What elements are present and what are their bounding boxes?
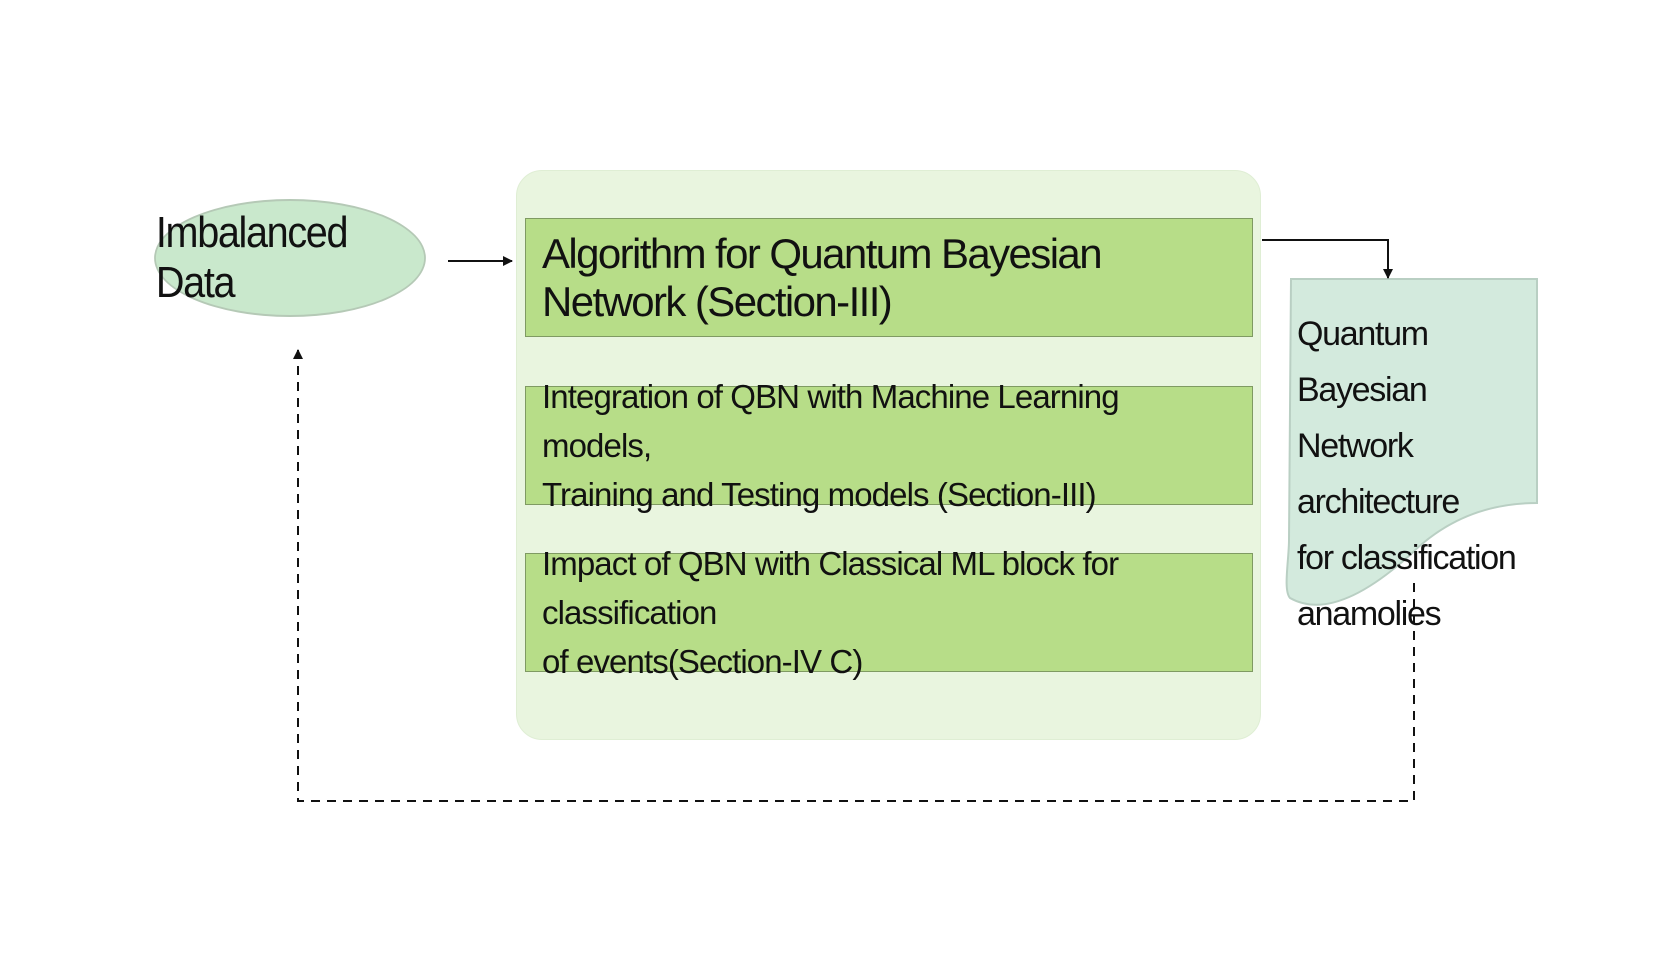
arrow-steps-to-output [1262,239,1393,279]
step-qbn-algorithm: Algorithm for Quantum Bayesian Network (… [525,218,1253,337]
output-document-shape [1285,278,1538,606]
step-2-label: Integration of QBN with Machine Learning… [542,378,1120,513]
feedback-dashed-arrow [293,349,1415,802]
step-qbn-ml-integration: Integration of QBN with Machine Learning… [525,378,1253,513]
step-qbn-classical-ml-impact: Impact of QBN with Classical ML block fo… [525,545,1253,680]
output-document-label: Quantum Bayesian Network architecture fo… [1297,315,1517,633]
step-1-label: Algorithm for Quantum Bayesian Network (… [542,229,1103,325]
input-imbalanced-data-node: Imbalanced Data [154,199,426,317]
step-3-label: Impact of QBN with Classical ML block fo… [542,545,1119,680]
input-label: Imbalanced Data [155,208,349,307]
